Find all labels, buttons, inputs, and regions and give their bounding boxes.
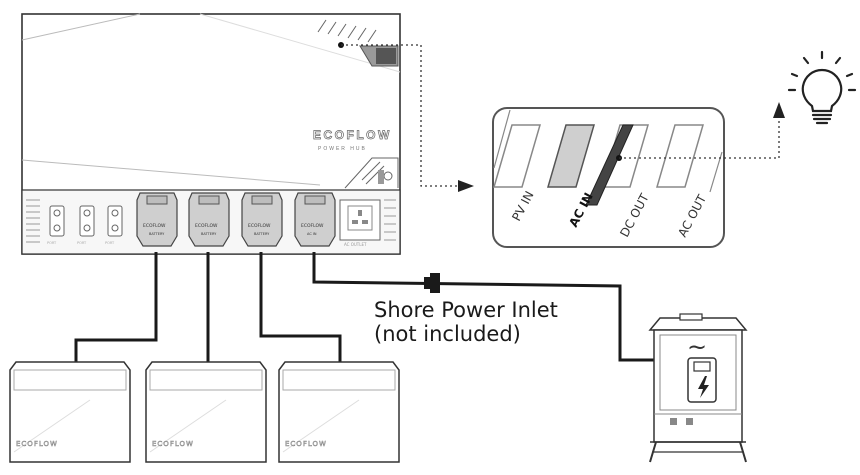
- light-bulb-icon: [787, 50, 857, 125]
- hub-ports: ECOFLOW BATTERY ECOFLOW BATTERY ECOFLOW BATTE…: [136, 192, 336, 247]
- ac-in-slot: [547, 124, 595, 188]
- battery-cable-3: [259, 252, 342, 368]
- port-label: AC IN: [307, 232, 317, 236]
- port-label: BATTERY: [201, 232, 217, 236]
- caption-line-2: (not included): [374, 322, 521, 346]
- lightning-icon: [698, 376, 709, 398]
- battery-1: ECOFLOW: [9, 361, 131, 463]
- outlet-label: AC OUTLET: [344, 242, 367, 247]
- light-arrow: [773, 102, 785, 118]
- ac-symbol: ~: [687, 333, 707, 361]
- zoom-leader: [341, 44, 458, 187]
- battery-cable-1: [74, 252, 158, 368]
- port-brand: ECOFLOW: [195, 223, 218, 229]
- shore-power-caption: Shore Power Inlet (not included): [374, 298, 558, 346]
- svg-text:PORT: PORT: [105, 241, 115, 245]
- battery-brand: ECOFLOW: [16, 440, 58, 448]
- zoom-arrow: [458, 180, 474, 192]
- battery-2: ECOFLOW: [145, 361, 267, 463]
- port-brand: ECOFLOW: [143, 223, 166, 229]
- shore-power-pedestal: ~: [648, 313, 748, 463]
- port-brand: ECOFLOW: [248, 223, 271, 229]
- light-leader: [619, 118, 780, 159]
- cables: [74, 252, 656, 368]
- port-brand: ECOFLOW: [301, 223, 324, 229]
- ac-outlet: AC OUTLET: [339, 199, 381, 247]
- hub-port-4: ECOFLOW AC IN: [294, 192, 336, 247]
- svg-text:PORT: PORT: [47, 241, 57, 245]
- battery-3: ECOFLOW: [278, 361, 400, 463]
- hub-port-2: ECOFLOW BATTERY: [188, 192, 230, 247]
- svg-text:PORT: PORT: [77, 241, 87, 245]
- hub-brand: ECOFLOW: [313, 128, 392, 142]
- cable-connector: [424, 273, 440, 293]
- shore-power-cable: [312, 252, 656, 362]
- battery-brand: ECOFLOW: [152, 440, 194, 448]
- batteries: ECOFLOW ECOFLOW ECOFLOW: [9, 361, 400, 463]
- hub-port-3: ECOFLOW BATTERY: [241, 192, 283, 247]
- hub-subtitle: POWER HUB: [318, 146, 367, 152]
- caption-line-1: Shore Power Inlet: [374, 298, 558, 322]
- battery-brand: ECOFLOW: [285, 440, 327, 448]
- zoom-callout: PV IN AC IN DC OUT AC OUT: [492, 107, 725, 248]
- port-label: BATTERY: [254, 232, 270, 236]
- hub-port-1: ECOFLOW BATTERY: [136, 192, 178, 247]
- port-label: BATTERY: [149, 232, 165, 236]
